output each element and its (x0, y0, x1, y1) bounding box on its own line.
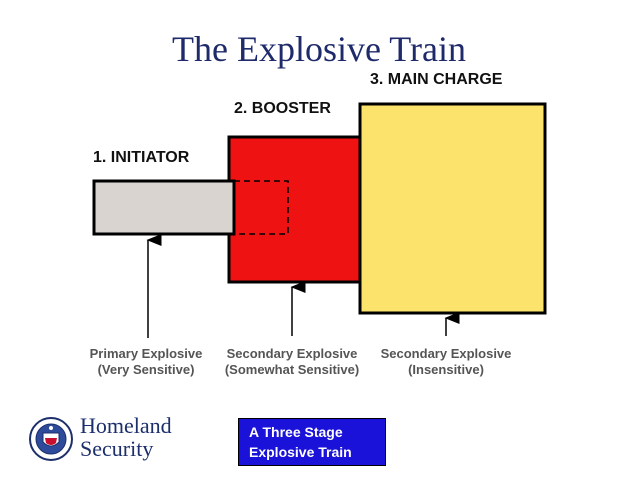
caption-main-charge-line2: (Insensitive) (408, 362, 484, 377)
caption-box-line1: A Three Stage (249, 424, 343, 440)
caption-box: A Three Stage Explosive Train (238, 418, 386, 466)
initiator-insertion-outline (233, 180, 289, 235)
caption-booster-line2: (Somewhat Sensitive) (225, 362, 359, 377)
booster-block (227, 135, 362, 284)
main-charge-label: 3. MAIN CHARGE (370, 71, 503, 88)
dhs-seal-icon (29, 417, 73, 461)
caption-initiator-line2: (Very Sensitive) (98, 362, 195, 377)
initiator-block (92, 179, 236, 236)
homeland-security-wordmark: Homeland Security (80, 414, 172, 460)
slide-title: The Explosive Train (172, 29, 466, 69)
main-charge-block (358, 102, 547, 315)
initiator-label: 1. INITIATOR (93, 149, 190, 166)
caption-initiator-line1: Primary Explosive (90, 346, 203, 361)
logo-line2: Security (80, 436, 154, 461)
homeland-security-logo: Homeland Security (28, 414, 188, 464)
caption-main-charge-line1: Secondary Explosive (381, 346, 512, 361)
logo-line1: Homeland (80, 413, 172, 438)
caption-box-line2: Explosive Train (249, 444, 352, 460)
caption-booster-line1: Secondary Explosive (227, 346, 358, 361)
booster-label: 2. BOOSTER (234, 100, 331, 117)
